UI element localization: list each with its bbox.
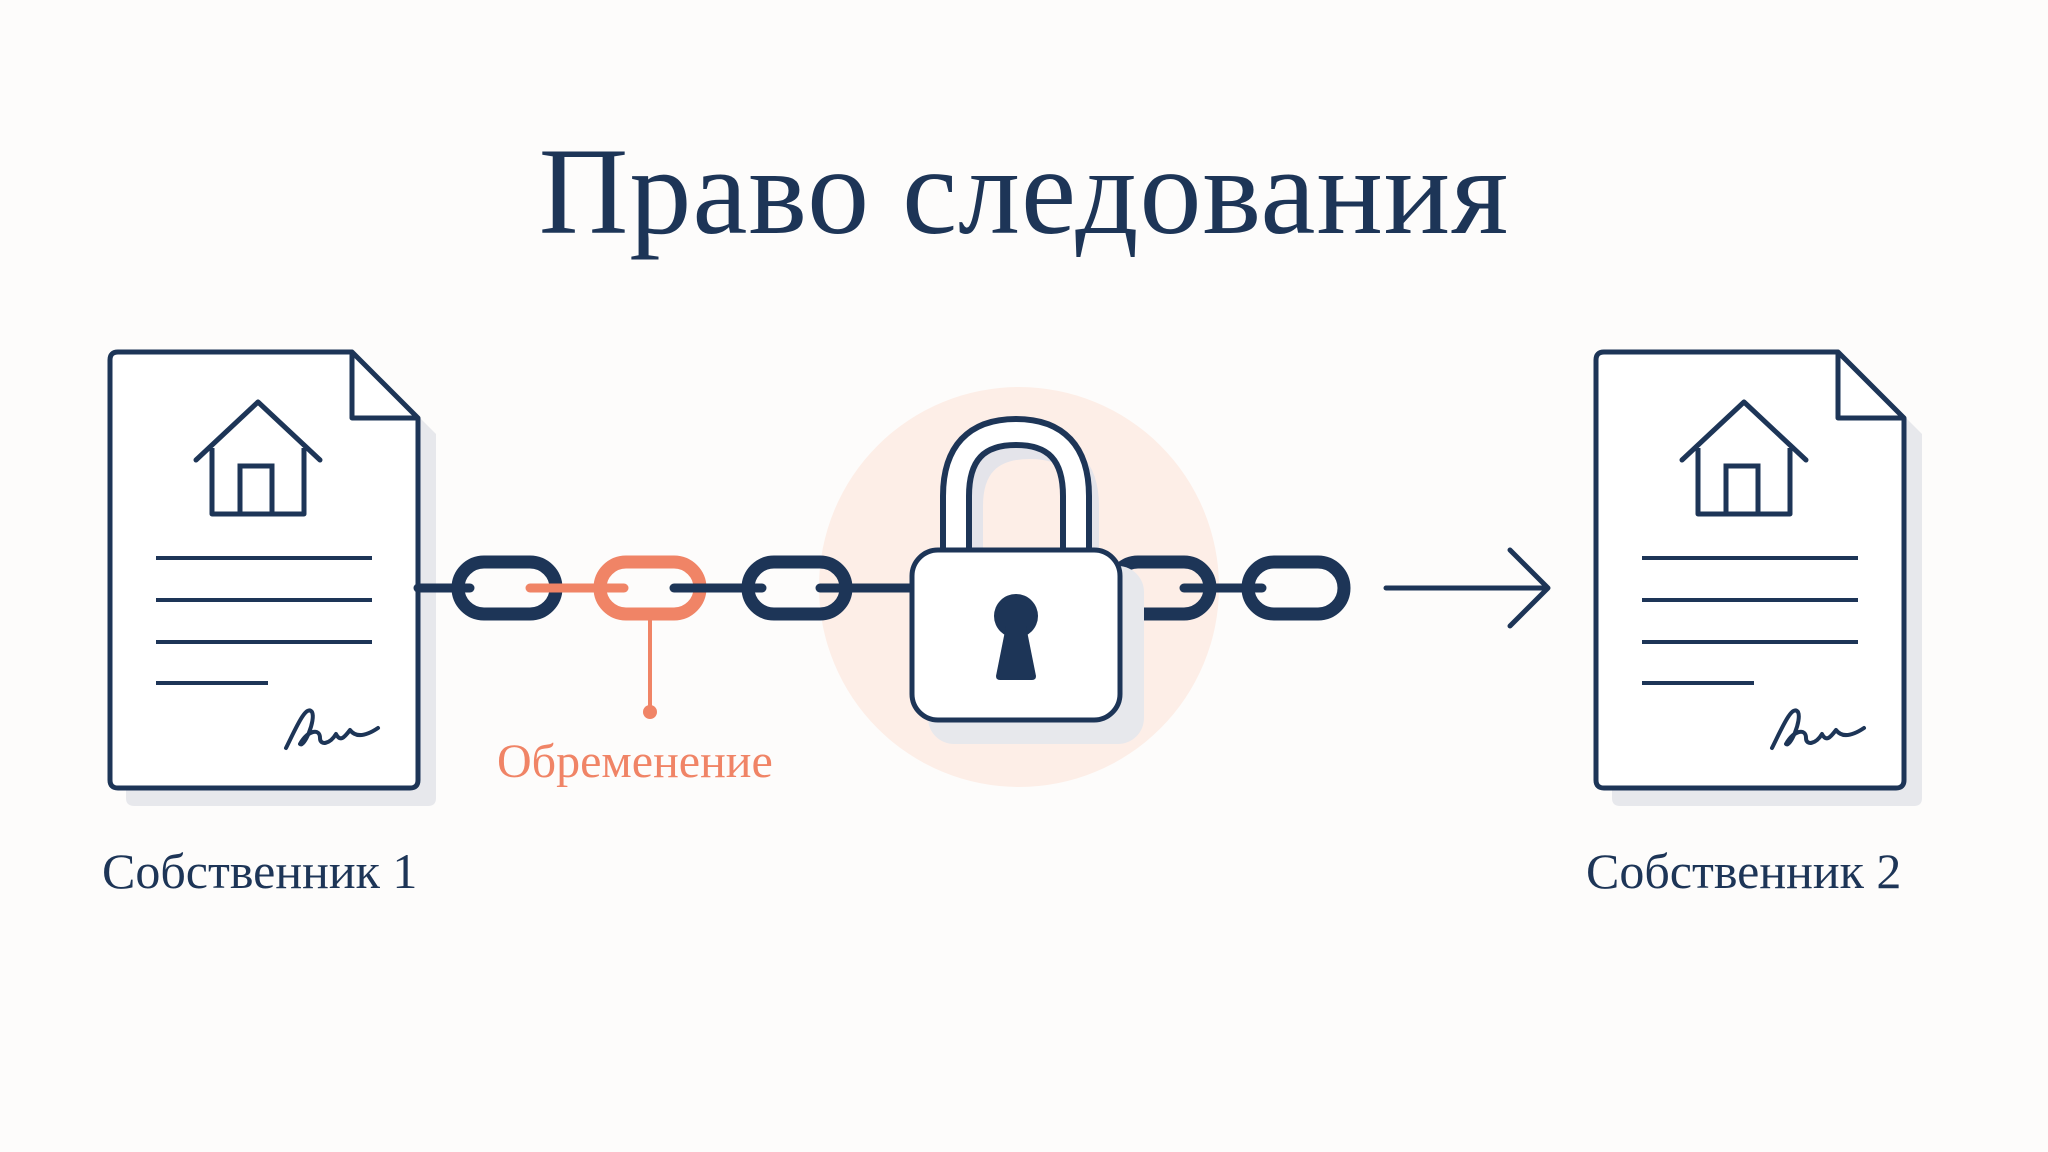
keyhole-icon — [994, 594, 1038, 680]
encumbrance-pointer-dot — [643, 705, 657, 719]
arrow-right-icon — [1383, 547, 1551, 629]
signature-icon — [1770, 708, 1866, 750]
owner-1-label: Собственник 1 — [102, 843, 418, 899]
page-title: Право следования — [538, 123, 1510, 260]
document-icon-owner-1 — [107, 349, 436, 806]
padlock-icon — [909, 415, 1144, 744]
chain-link-5 — [1241, 555, 1351, 621]
owner-2-label: Собственник 2 — [1586, 843, 1902, 899]
house-icon — [193, 399, 323, 517]
document-icon-owner-2 — [1593, 349, 1922, 806]
encumbrance-label: Обременение — [497, 735, 773, 788]
house-icon — [1679, 399, 1809, 517]
signature-icon — [284, 708, 380, 750]
